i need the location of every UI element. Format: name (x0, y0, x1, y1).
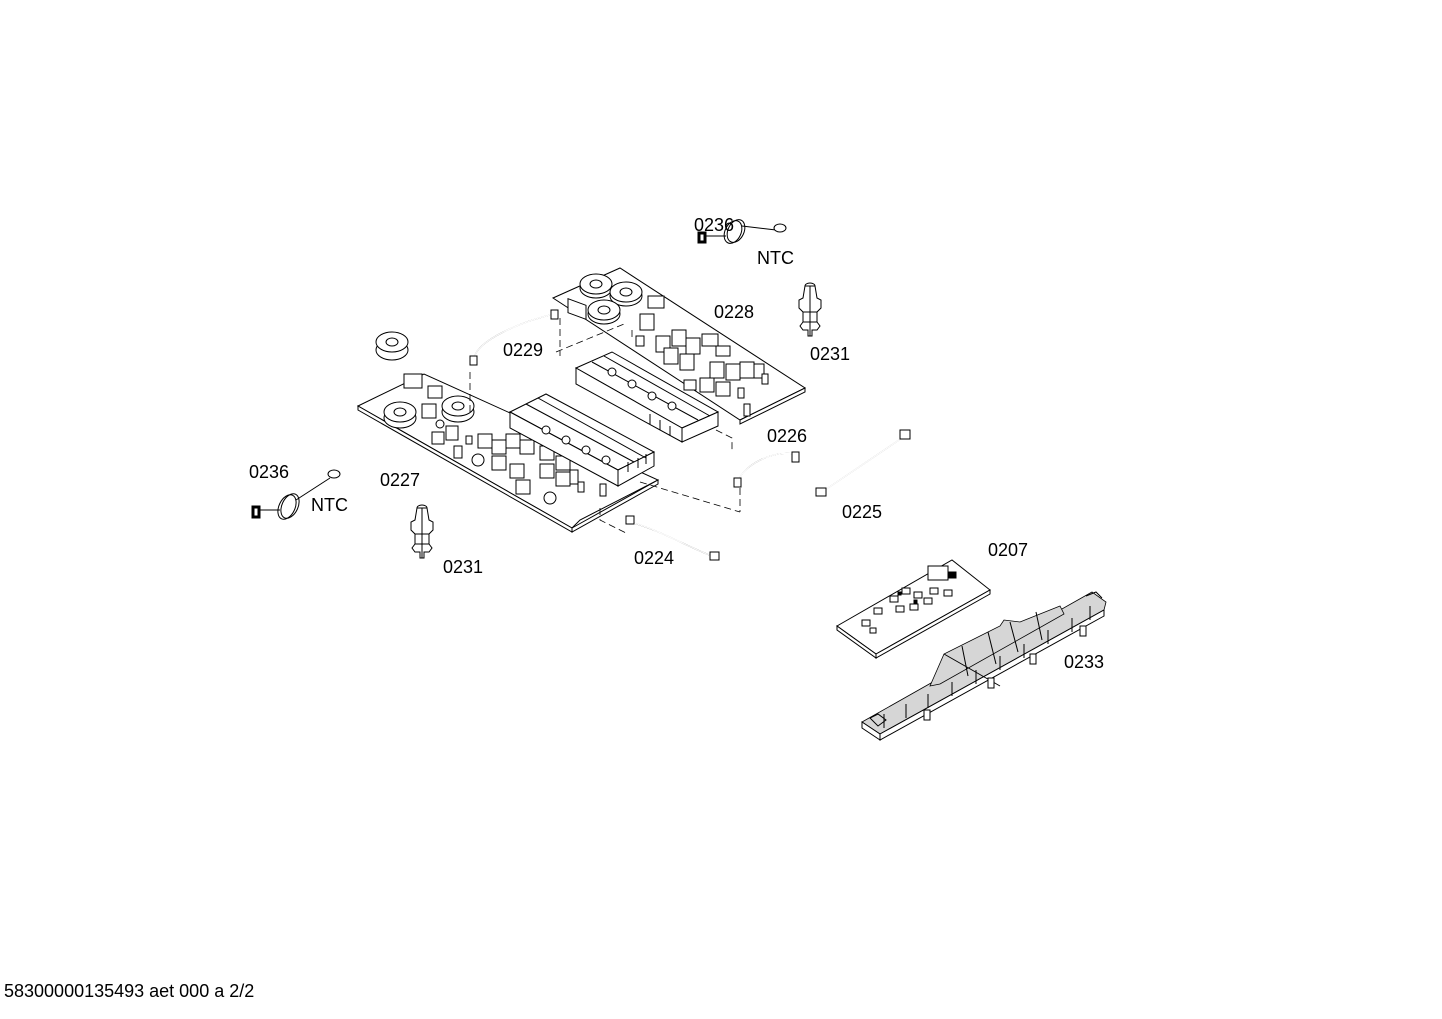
part-label-0236-top: 0236 (694, 215, 735, 235)
upper-board-components (567, 295, 769, 417)
spacer-right (798, 282, 822, 337)
carrier-frame (861, 591, 1107, 741)
upper-heatsink (574, 351, 720, 443)
part-label-0207: 0207 (988, 540, 1029, 560)
spacer-left (410, 504, 434, 559)
drawing-reference-footer: 58300000135493 aet 000 a 2/2 (4, 981, 255, 1001)
upper-board-toroids (579, 273, 643, 325)
ntc-sensor-left (251, 469, 341, 520)
part-label-0233: 0233 (1064, 652, 1105, 672)
cable-0224 (625, 515, 720, 561)
control-board (836, 559, 991, 659)
part-label-0224: 0224 (634, 548, 675, 568)
ntc-label-left: NTC (311, 495, 348, 515)
ntc-sensor-top (697, 219, 787, 244)
ntc-label-top: NTC (757, 248, 794, 268)
lower-power-board (356, 331, 660, 533)
lower-board-components (403, 373, 607, 505)
part-label-0225: 0225 (842, 502, 883, 522)
cable-0226 (733, 451, 800, 488)
part-label-0228: 0228 (714, 302, 755, 322)
control-board-buttons (861, 565, 957, 634)
lower-board-toroids (375, 331, 475, 429)
assembly-dashed-lines (469, 318, 741, 535)
lower-heatsink (508, 393, 656, 487)
upper-power-board (551, 267, 807, 425)
part-label-0231-left: 0231 (443, 557, 484, 577)
part-label-0229: 0229 (503, 340, 544, 360)
part-label-0226: 0226 (767, 426, 808, 446)
cable-0229 (469, 309, 559, 366)
part-label-0231-right: 0231 (810, 344, 851, 364)
part-label-0227: 0227 (380, 470, 421, 490)
cable-0225 (815, 429, 911, 497)
part-label-0236-left: 0236 (249, 462, 290, 482)
